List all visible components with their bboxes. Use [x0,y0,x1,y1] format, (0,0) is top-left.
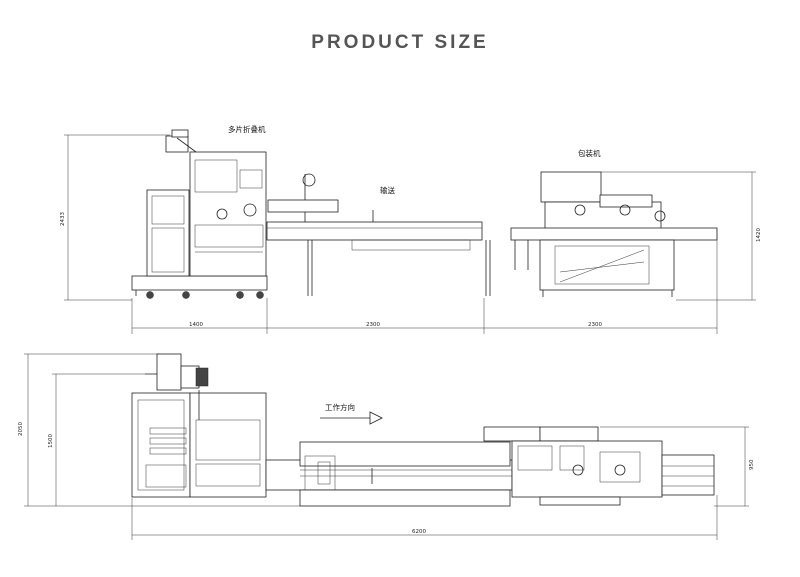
side-dimensions [64,134,756,334]
side-view: 多片折叠机 输送 包装机 2433 1420 1400 2300 2300 [60,124,762,334]
dim-length-total: 6200 [412,529,426,535]
page-title: PRODUCT SIZE [311,32,489,53]
dim-width-2: 2300 [366,322,380,328]
dim-width-3: 2300 [588,322,602,328]
top-view: 工作方向 2050 1500 950 6200 [18,353,755,540]
dim-depth-inner: 1500 [48,434,54,448]
conveyor [266,173,491,296]
top-folding-machine [131,353,267,498]
dim-depth-right: 950 [749,459,755,470]
folding-machine [131,129,268,299]
label-folding-machine: 多片折叠机 [228,124,266,134]
top-conveyor [265,441,513,507]
direction-arrow [320,411,383,425]
top-dimensions [24,353,749,540]
packing-machine [510,171,718,297]
top-packing-machine [483,426,715,506]
dim-width-1: 1400 [189,322,203,328]
dim-depth-total: 2050 [18,422,24,436]
dim-height-right: 1420 [756,228,762,242]
label-conveyor: 输送 [380,185,395,195]
label-work-direction: 工作方向 [325,402,355,412]
dim-height-left: 2433 [60,212,66,226]
label-packing-machine: 包装机 [578,148,601,158]
